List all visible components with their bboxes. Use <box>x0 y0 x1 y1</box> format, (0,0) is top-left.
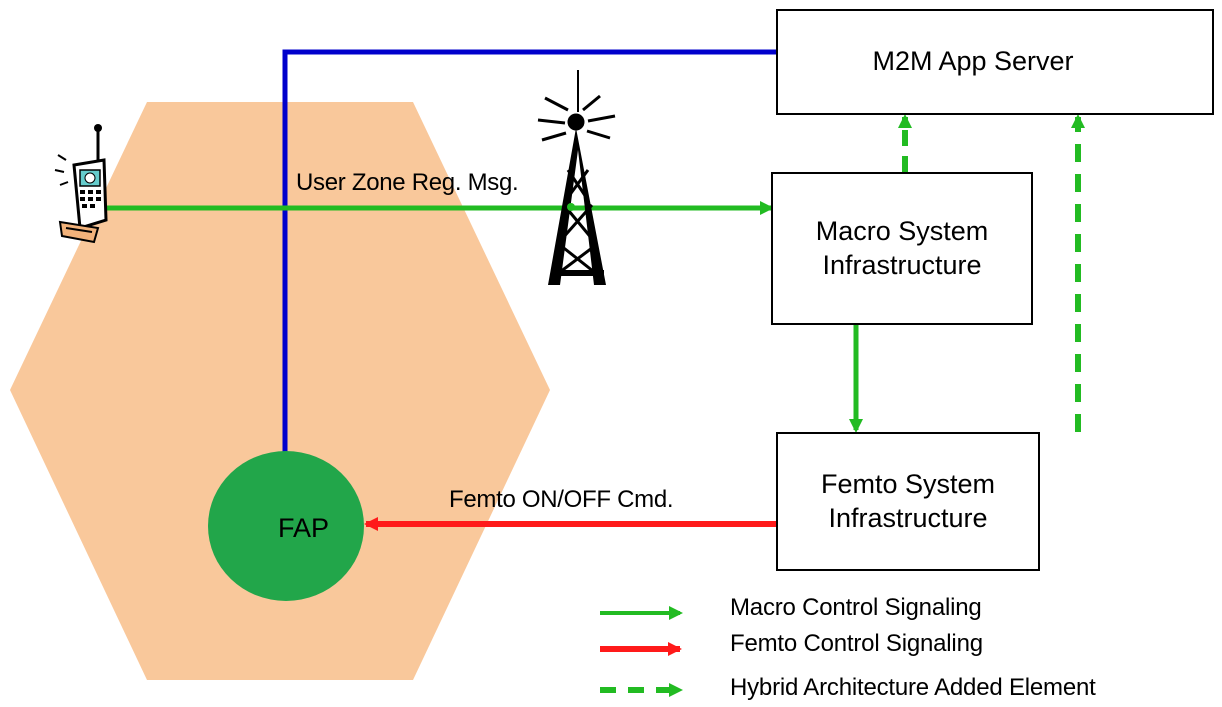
mobile-phone-icon <box>54 124 108 244</box>
femto-system-box: Femto System Infrastructure <box>776 432 1040 571</box>
femto-on-off-label: Femto ON/OFF Cmd. <box>449 486 674 513</box>
backhaul-line <box>282 49 776 460</box>
femto-coverage-hexagon <box>10 102 550 680</box>
legend-macro-label: Macro Control Signaling <box>730 594 982 621</box>
macro-system-label: Macro System Infrastructure <box>815 215 989 280</box>
user-zone-reg-label: User Zone Reg. Msg. <box>296 169 519 196</box>
legend-femto-label: Femto Control Signaling <box>730 630 983 657</box>
cell-tower-icon <box>537 70 616 285</box>
macro-system-box: Macro System Infrastructure <box>771 172 1033 325</box>
m2m-app-server-label: M2M App Server <box>872 46 1074 77</box>
femto-system-label: Femto System Infrastructure <box>820 468 996 533</box>
legend-hybrid-label: Hybrid Architecture Added Element <box>730 674 1096 701</box>
m2m-app-server-box: M2M App Server <box>776 9 1214 115</box>
fap-label: FAP <box>278 513 330 543</box>
fap-circle <box>208 451 364 601</box>
